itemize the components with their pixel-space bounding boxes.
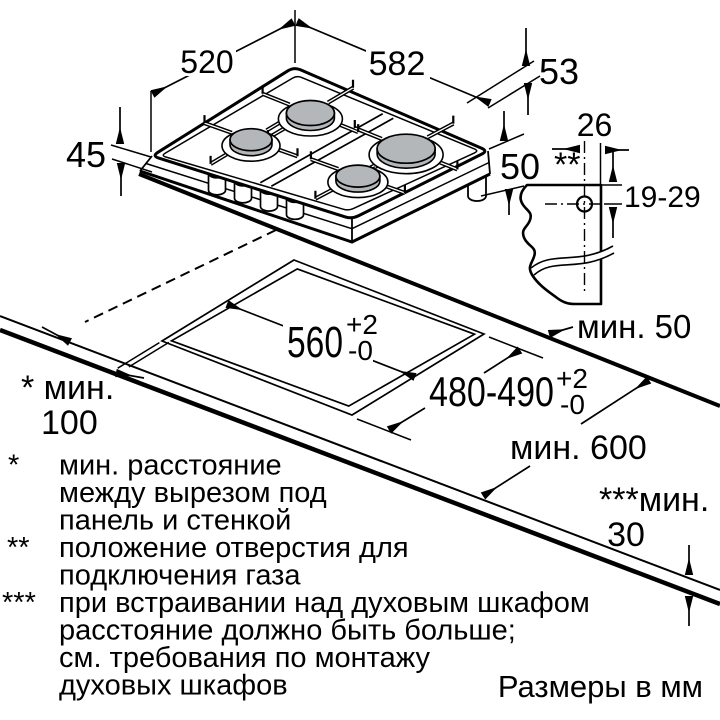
burner-cap [229,127,273,152]
ext-line-53-top [466,60,535,104]
ext-line-45-bottom [111,158,153,173]
dim-label-50: 50 [500,146,540,187]
legend-marker-**: ** [7,532,30,564]
dim-label-53: 53 [539,51,579,92]
dim-label-560: 560 [287,318,343,367]
dim-label-45: 45 [66,134,106,175]
dim-text-backplate-520 [178,42,236,76]
dim-line-600-seg2 [480,465,531,500]
legend-line: духовых шкафов [59,670,288,702]
dim-label-480-490: 480-490 [429,368,554,415]
dim-53 [466,28,541,115]
ext-line-53-bottom [487,75,541,109]
dim-label-min-rear: мин. 50 [577,308,691,345]
dim-min-600 [480,376,652,500]
burner-back-right [368,133,444,175]
ext-line-45-top [110,144,152,158]
legend-line: положение отверстия для [59,532,409,564]
dim-26 [552,143,629,185]
wall-front-top-line [0,315,720,591]
dim-45 [110,107,153,196]
dim-label-min100-word: * мин. [21,369,114,407]
dim-label-min30-word: ***мин. [599,481,709,519]
legend-line: расстояние должно быть больше; [59,615,516,647]
dim-text-backplate-560 [283,313,373,363]
dim-min-100 [41,326,145,379]
burner-cap [376,133,436,165]
dim-label-480-minus: -0 [560,389,585,420]
legend-line: мин. расстояние [59,450,282,482]
legend-line: между вырезом под [59,477,327,509]
units-note: Размеры в мм [498,669,703,704]
dim-label-520: 520 [180,44,233,80]
backplate-560 [283,313,373,363]
alignment-dashed-line [84,229,277,323]
dim-line-480-seg1 [483,346,523,374]
burner-front-left [221,127,281,162]
dim-label-560-plus: +2 [346,309,378,340]
legend-line: см. требования по монтажу [59,642,430,674]
cutout-outer-edge [160,259,486,416]
detail-break-band [531,246,614,275]
hob-drawing [139,67,491,244]
dim-line-480-seg2 [386,407,426,434]
legend-marker-***: *** [2,587,36,619]
ext-line-50-top [488,133,525,150]
ext-line-480-front [356,418,412,441]
dim-label-480-plus: +2 [556,363,588,394]
worktop-back-edge-line [138,172,720,408]
ext-line-50-bottom [480,185,525,197]
dim-19-29 [601,152,622,238]
dim-label-26: 26 [577,107,613,143]
dim-label-19-29: 19-29 [624,181,701,214]
arrow-min-rear [547,326,574,339]
dim-label-min600: мин. 600 [510,429,647,467]
dim-50 [480,111,525,215]
dim-480-490 [356,336,544,441]
dim-label-min30-value: 30 [607,516,645,554]
legend-line: панель и стенкой [59,505,291,537]
legend: * мин. расстояние между вырезом под пане… [2,450,703,705]
cutout-left-extension-outer [117,341,160,369]
burner-cap [335,164,381,188]
burner-cap [285,99,336,127]
gas-position-marker: ** [554,146,580,184]
dim-line-600-seg1 [580,376,652,425]
dim-label-min100-value: 100 [41,404,98,442]
legend-line: при встраивании над духовым шкафом [59,587,590,619]
legend-line: подключения газа [59,560,301,592]
arrow-min100-left [41,326,72,346]
gas-connection-detail [519,141,629,306]
dim-text-backplate-582 [366,47,430,79]
ext-line-480-right [488,336,544,359]
detail-break-curves [530,245,615,276]
detail-profile-outline [519,183,603,306]
legend-marker-*: * [8,450,19,482]
backplate-520 [178,42,236,76]
arrow-min100-right [115,368,145,379]
backplate-582 [366,47,430,79]
dim-label-582: 582 [369,45,426,83]
cutout-left-extension-inner [128,341,170,368]
burner-front-right [327,164,389,199]
dim-label-560-minus: -0 [348,335,373,366]
grate-center-divider [259,112,394,188]
